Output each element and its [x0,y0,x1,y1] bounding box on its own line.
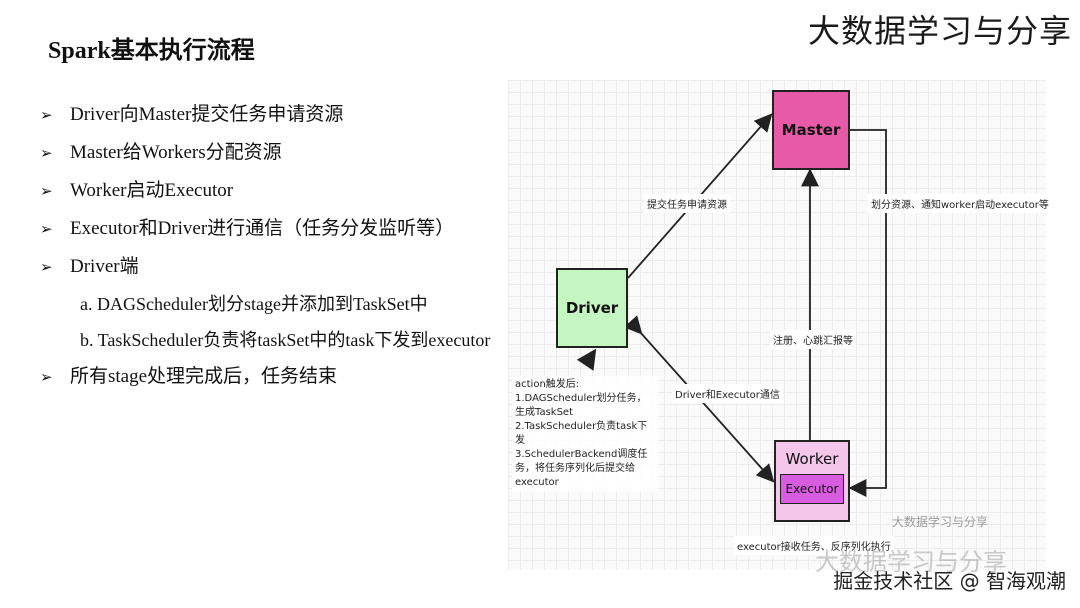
edge-master-to-worker [848,129,887,497]
sub-item: b. TaskScheduler负责将taskSet中的task下发到execu… [80,330,491,350]
watermark-small: 大数据学习与分享 [892,515,989,529]
edge-label-driver-to-master: 提交任务申请资源 [644,194,730,213]
watermark-large: 大数据学习与分享 [815,548,1007,576]
brand-title: 大数据学习与分享 [807,12,1072,50]
arrow-bullet-icon: ➢ [40,368,53,386]
arrow-bullet-icon: ➢ [40,182,53,200]
executor-node: Executor [780,474,844,504]
arrow-bullet-icon: ➢ [40,144,53,162]
edge-label-worker-to-master: 注册、心跳汇报等 [770,330,856,349]
footer-credit: 掘金技术社区 @ 智海观潮 [833,569,1066,593]
bullet-item: ➢Worker启动Executor [40,172,495,210]
driver-node: Driver [556,268,628,348]
arrow-bullet-icon: ➢ [40,258,53,276]
bullet-item: ➢Master给Workers分配资源 [40,134,495,172]
sub-item: a. DAGScheduler划分stage并添加到TaskSet中 [80,294,428,314]
sub-list: a. DAGScheduler划分stage并添加到TaskSet中 b. Ta… [70,286,495,358]
note-line: action触发后: [515,379,580,390]
bullet-item: ➢Driver端 a. DAGScheduler划分stage并添加到TaskS… [40,248,495,358]
note-line: 3.SchedulerBackend调度任务，将任务序列化后提交给executo… [515,449,648,488]
edge-driver-executor [623,315,775,483]
slide-title: Spark基本执行流程 [48,38,255,64]
arrow-bullet-icon: ➢ [40,106,53,124]
edge-label-driver-executor: Driver和Executor通信 [672,384,783,403]
bullet-item: ➢所有stage处理完成后，任务结束 [40,358,495,396]
edge-label-executor-task: executor接收任务、反序列化执行 [734,536,894,555]
spark-flow-diagram: Master Driver Worker Executor 提交任务申请资源 划… [508,80,1052,570]
bullet-list: ➢Driver向Master提交任务申请资源 ➢Master给Workers分配… [40,96,495,396]
action-note: action触发后: 1.DAGScheduler划分任务，生成TaskSet … [512,376,658,492]
note-line: 1.DAGScheduler划分任务，生成TaskSet [515,393,647,418]
bullet-item: ➢Executor和Driver进行通信（任务分发监听等） [40,210,495,248]
edge-note-pointer [576,348,597,371]
note-line: 2.TaskScheduler负责task下发 [515,421,648,446]
edge-label-master-to-worker: 划分资源、通知worker启动executor等 [868,194,1052,213]
master-node: Master [772,90,850,170]
arrow-bullet-icon: ➢ [40,220,53,238]
bullet-item: ➢Driver向Master提交任务申请资源 [40,96,495,134]
